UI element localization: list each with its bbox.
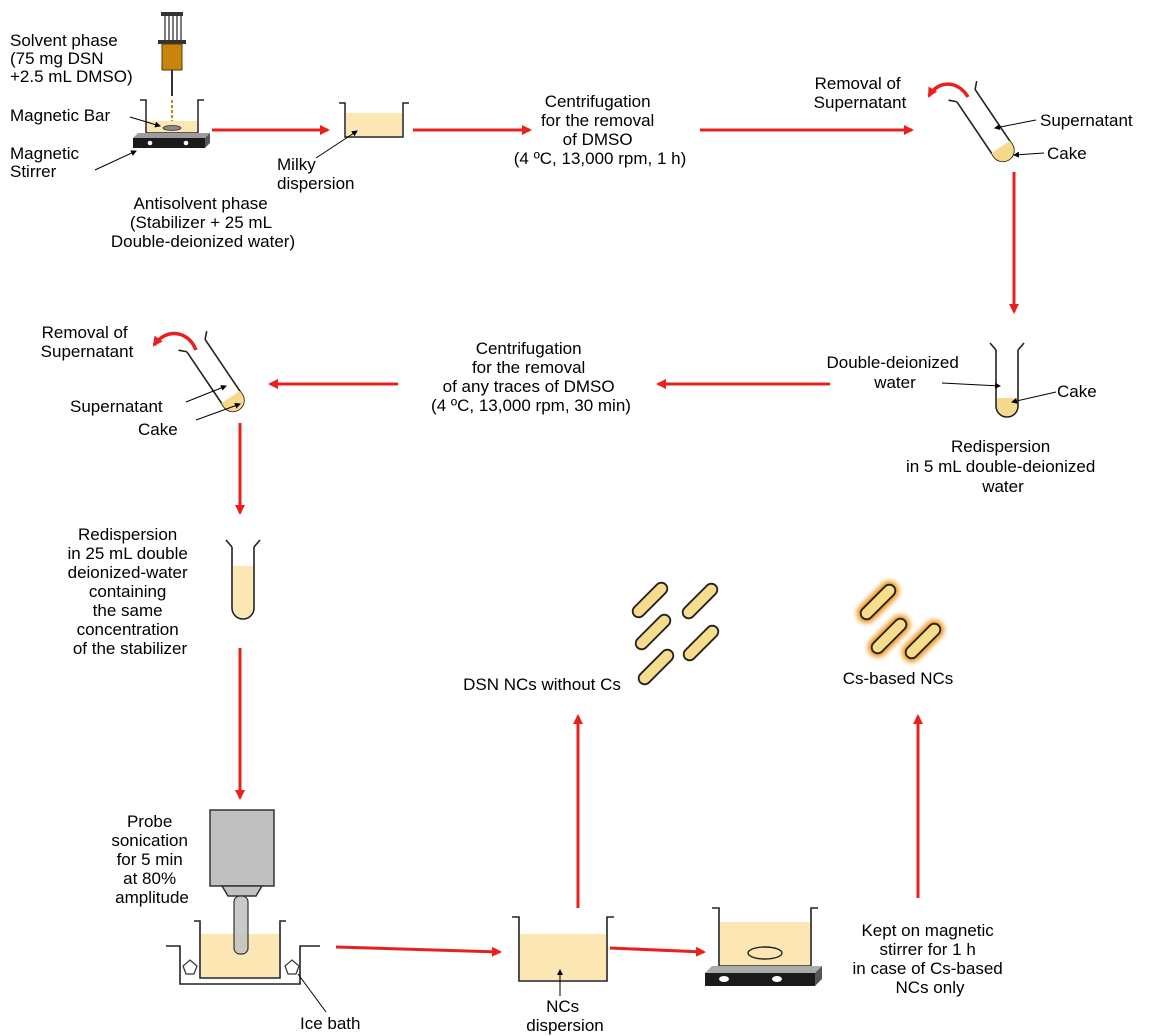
test-tube-icon-step5 bbox=[989, 342, 1025, 418]
cs-based-nanocrystals-icon bbox=[859, 583, 942, 660]
water-leader-step5 bbox=[941, 382, 1001, 389]
milky-leader bbox=[315, 130, 358, 159]
centrifugation-2-label: Centrifugation for the removal of any tr… bbox=[431, 339, 631, 415]
test-tube-icon-step8 bbox=[225, 539, 261, 620]
sonicator-probe-icon bbox=[209, 809, 275, 955]
arrow-step10-to-step11 bbox=[609, 946, 706, 957]
removal-supernatant-label-2: Removal of Supernatant bbox=[41, 323, 134, 361]
arrow-step9-to-step10 bbox=[335, 945, 502, 957]
cs-based-label: Cs-based NCs bbox=[843, 669, 954, 688]
magnetic-stirrer-icon bbox=[133, 133, 210, 148]
cake-label-2: Cake bbox=[138, 420, 178, 439]
kept-on-stirrer-label: Kept on magnetic stirrer for 1 h in case… bbox=[853, 921, 1008, 997]
nanocrystals-without-cs-icon bbox=[631, 581, 720, 686]
supernatant-leader-2 bbox=[185, 385, 227, 403]
magnetic-stirrer-label: Magnetic Stirrer bbox=[10, 144, 84, 181]
cake-leader-1 bbox=[1013, 151, 1045, 158]
redispersion-5ml-label: Redispersion in 5 mL double-deionized wa… bbox=[906, 437, 1100, 496]
removal-supernatant-label-1: Removal of Supernatant bbox=[814, 74, 907, 112]
curved-arrow-icon-1 bbox=[927, 82, 970, 98]
ice-bath-label: Ice bath bbox=[300, 1014, 361, 1033]
supernatant-label-1: Supernatant bbox=[1040, 111, 1133, 130]
cake-label-step5: Cake bbox=[1057, 382, 1097, 401]
without-cs-label: DSN NCs without Cs bbox=[463, 675, 621, 694]
tilted-tube-icon-2 bbox=[178, 330, 245, 413]
centrifugation-1-label: Centrifugation for the removal of DMSO (… bbox=[514, 92, 687, 168]
ncs-dispersion-beaker-icon bbox=[512, 916, 614, 982]
cake-leader-2 bbox=[195, 402, 241, 421]
supernatant-leader-1 bbox=[994, 119, 1037, 130]
tilted-tube-icon-1 bbox=[948, 80, 1015, 163]
magnetic-stirrer-icon-2 bbox=[705, 966, 822, 986]
cake-leader-step5 bbox=[1011, 391, 1057, 404]
solvent-phase-label: Solvent phase (75 mg DSN +2.5 mL DMSO) bbox=[10, 31, 133, 86]
curved-arrow-icon-2 bbox=[152, 331, 198, 351]
milky-dispersion-beaker-icon bbox=[339, 102, 409, 138]
supernatant-label-2: Supernatant bbox=[70, 397, 163, 416]
redispersion-25ml-label: Redispersion in 25 mL double deionized-w… bbox=[67, 525, 192, 658]
ice-bath-leader bbox=[297, 973, 327, 1013]
ncs-dispersion-label: NCs dispersion bbox=[526, 997, 604, 1035]
cake-label-1: Cake bbox=[1047, 144, 1087, 163]
step1-leaders bbox=[94, 116, 161, 171]
milky-dispersion-label: Milky dispersion bbox=[277, 155, 355, 193]
magnetic-bar-label: Magnetic Bar bbox=[10, 106, 110, 125]
probe-sonication-label: Probe sonication for 5 min at 80% amplit… bbox=[111, 812, 192, 907]
stirred-beaker-icon bbox=[712, 907, 818, 967]
antisolvent-phase-label: Antisolvent phase (Stabilizer + 25 mL Do… bbox=[111, 194, 295, 251]
syringe-icon bbox=[158, 12, 186, 124]
double-deionized-water-label-step5: Double-deionized water bbox=[826, 353, 963, 392]
